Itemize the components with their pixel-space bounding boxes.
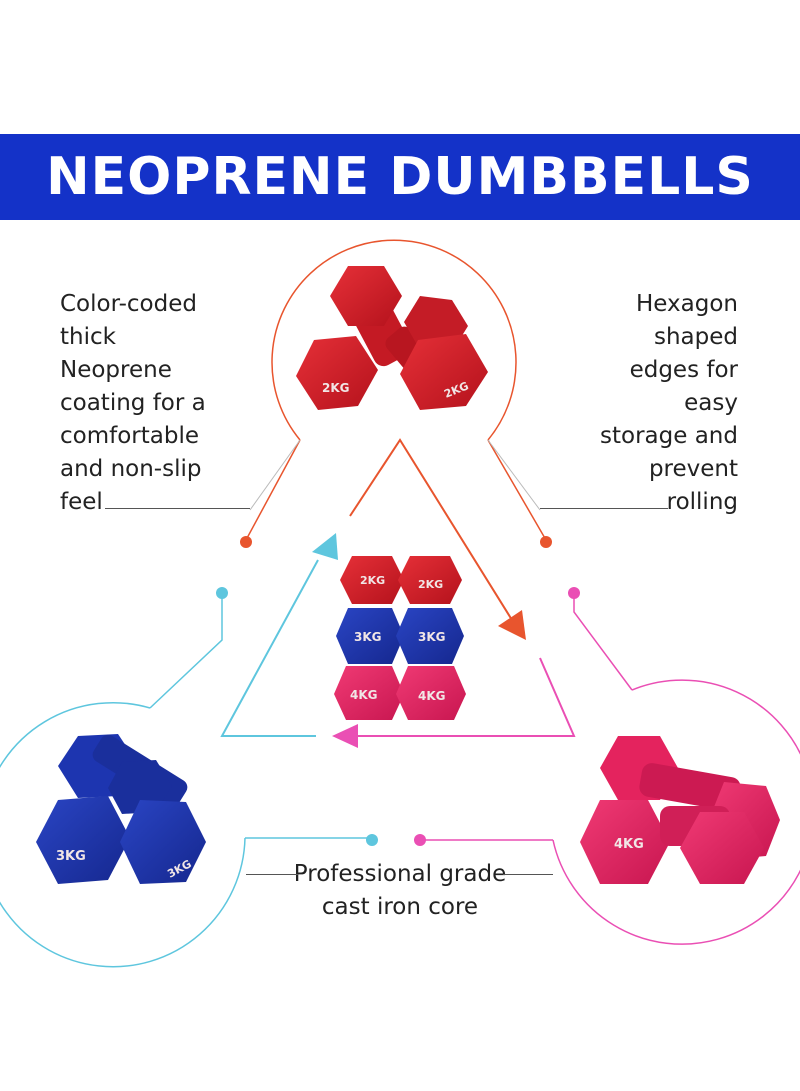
page-title: NEOPRENE DUMBBELLS (46, 147, 754, 207)
bottom-line-2: cast iron core (321, 894, 479, 920)
right-line-7: rolling (666, 489, 738, 515)
right-line-1: Hexagon (636, 291, 738, 317)
bottom-rule-left (246, 874, 298, 875)
red-arrowhead (498, 610, 526, 640)
right-line-4: easy (684, 390, 738, 416)
top-circle (245, 239, 547, 541)
stack-pink-label-2: 4KG (418, 689, 446, 703)
right-circle (422, 595, 800, 945)
right-line-3: edges for (629, 357, 738, 383)
left-line-1: Color-coded (60, 291, 197, 317)
right-line-2: shaped (653, 324, 738, 350)
stack-red-label-1: 2KG (360, 574, 385, 587)
stack-blue-label-1: 3KG (354, 630, 382, 644)
cyan-arrowhead (312, 533, 338, 560)
left-line-4: coating for a (60, 390, 206, 416)
bottom-rule-right (503, 874, 553, 875)
bottom-line-1: Professional grade (293, 861, 507, 887)
cyan-dot-bottom (366, 834, 378, 846)
right-text-underline (540, 508, 668, 509)
bottom-feature-text: Professional grade cast iron core (0, 858, 800, 924)
pink-dot-bottom (414, 834, 426, 846)
stack-pink-label-1: 4KG (350, 688, 378, 702)
red-dot-right (540, 536, 552, 548)
left-line-3: Neoprene (60, 357, 172, 383)
stack-blue-label-2: 3KG (418, 630, 446, 644)
circular-arrow-cycle (220, 438, 576, 737)
blue-weight-label: 3KG (56, 849, 86, 864)
pink-dot-top (568, 587, 580, 599)
red-dumbbells: 2KG 2KG (296, 266, 488, 410)
red-weight-label: 2KG (322, 381, 350, 395)
right-line-5: storage and (600, 423, 738, 449)
stack-red-label-2: 2KG (418, 578, 443, 591)
pink-dumbbells: 4KG (580, 736, 780, 884)
left-text-underline (105, 508, 250, 509)
left-circle (0, 595, 370, 968)
title-banner: NEOPRENE DUMBBELLS (0, 134, 800, 220)
red-dot-left (240, 536, 252, 548)
pink-arrowhead (332, 724, 358, 748)
cyan-dot-top (216, 587, 228, 599)
right-feature-text: Hexagon shaped edges for easy storage an… (600, 288, 738, 519)
left-line-2: thick (60, 324, 116, 350)
pink-weight-label: 4KG (614, 837, 644, 852)
left-feature-text: Color-coded thick Neoprene coating for a… (60, 288, 206, 519)
right-line-6: prevent (648, 456, 738, 482)
left-line-5: comfortable (60, 423, 199, 449)
left-line-7: feel (60, 489, 103, 515)
blue-dumbbells: 3KG 3KG (36, 734, 206, 884)
center-stack: 2KG 2KG 3KG 3KG 4KG 4KG (334, 556, 466, 720)
left-line-6: and non-slip (60, 456, 202, 482)
